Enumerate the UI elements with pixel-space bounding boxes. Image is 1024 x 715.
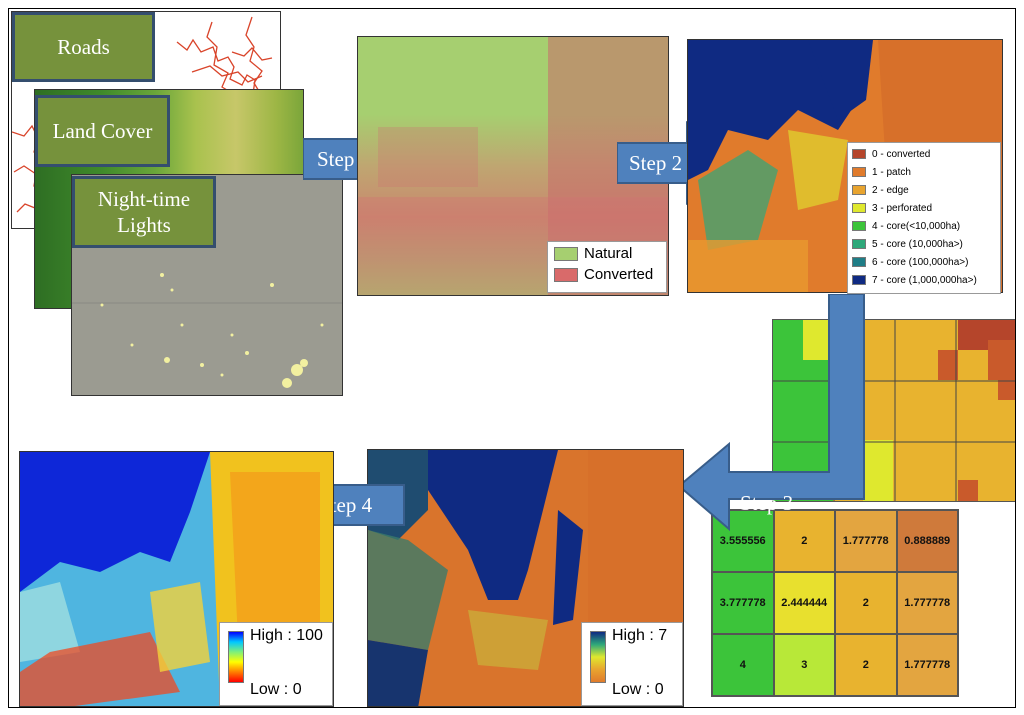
class-swatch	[852, 239, 866, 249]
class-label: 6 - core (100,000ha>)	[872, 256, 969, 268]
core-index-image	[368, 450, 683, 706]
converted-swatch	[554, 267, 578, 282]
natural-swatch	[554, 246, 578, 261]
class-legend-item: 5 - core (10,000ha>)	[852, 235, 996, 253]
class-legend-item: 1 - patch	[852, 163, 996, 181]
night-lights-label: Night-time Lights	[72, 176, 216, 248]
class-legend-item: 6 - core (100,000ha>)	[852, 253, 996, 271]
gradient100-low: Low : 0	[250, 681, 302, 698]
diagram-frame: Roads Land Cover Night-time Lights Step …	[8, 8, 1016, 708]
class-legend-item: 2 - edge	[852, 181, 996, 199]
class-swatch	[852, 203, 866, 213]
class-legend-item: 0 - converted	[852, 145, 996, 163]
value-cell: 1.777778	[896, 634, 958, 696]
land-cover-label: Land Cover	[35, 95, 170, 167]
value-cell: 2	[835, 572, 897, 634]
value-cell: 0.888889	[896, 510, 958, 572]
value-cell: 2.444444	[773, 572, 835, 634]
natural-label: Natural	[584, 245, 633, 262]
step2-label: Step 2	[629, 151, 683, 175]
gradient100-high: High : 100	[250, 627, 323, 644]
class-swatch	[852, 167, 866, 177]
class-label: 5 - core (10,000ha>)	[872, 238, 963, 250]
class-label: 3 - perforated	[872, 202, 933, 214]
gradient100-legend: High : 100 Low : 0	[219, 622, 333, 706]
class-legend-item: 3 - perforated	[852, 199, 996, 217]
class-swatch	[852, 275, 866, 285]
value-cell: 2	[835, 634, 897, 696]
value-cell: 4	[712, 634, 774, 696]
roads-label: Roads	[12, 12, 155, 82]
night-lights-image	[72, 273, 342, 388]
class-legend: 0 - converted 1 - patch 2 - edge 3 - perfor…	[847, 142, 1001, 294]
natural-converted-legend: Natural Converted	[547, 241, 667, 293]
gradient7-bar	[590, 631, 606, 683]
step3-label: Step 3	[740, 491, 794, 515]
class-swatch	[852, 221, 866, 231]
class-swatch	[852, 185, 866, 195]
gradient7-legend: High : 7 Low : 0	[581, 622, 683, 706]
class-label: 4 - core(<10,000ha)	[872, 220, 961, 232]
value-cell: 1.777778	[896, 572, 958, 634]
value-cell: 3.777778	[712, 572, 774, 634]
value-cell: 2	[773, 510, 835, 572]
class-label: 0 - converted	[872, 148, 931, 160]
value-cell: 3	[773, 634, 835, 696]
gradient7-high: High : 7	[612, 627, 668, 644]
step3-arrow	[677, 294, 865, 532]
class-label: 1 - patch	[872, 166, 911, 178]
value-cell: 1.777778	[835, 510, 897, 572]
class-swatch	[852, 257, 866, 267]
gradient100-bar	[228, 631, 244, 683]
class-legend-item: 4 - core(<10,000ha)	[852, 217, 996, 235]
class-legend-item: 7 - core (1,000,000ha>)	[852, 271, 996, 289]
class-swatch	[852, 149, 866, 159]
gradient7-low: Low : 0	[612, 681, 664, 698]
class-legend-rows: 0 - converted 1 - patch 2 - edge 3 - perfor…	[852, 145, 996, 289]
legend-natural-row: Natural	[554, 245, 660, 262]
class-label: 7 - core (1,000,000ha>)	[872, 274, 977, 286]
converted-label: Converted	[584, 266, 654, 283]
legend-converted-row: Converted	[554, 266, 660, 283]
class-label: 2 - edge	[872, 184, 909, 196]
